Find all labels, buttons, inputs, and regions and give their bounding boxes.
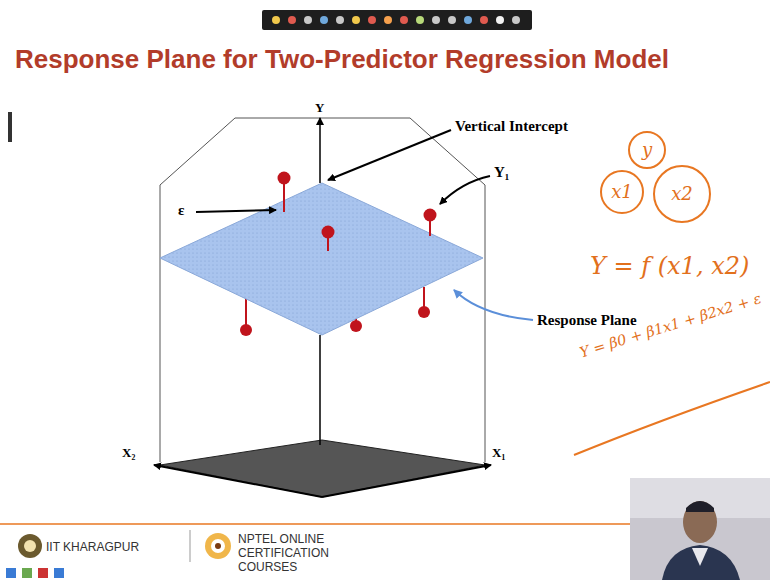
- slide-title: Response Plane for Two-Predictor Regress…: [15, 44, 669, 75]
- axis-label: X₂: [122, 445, 135, 461]
- hand-text: x1: [611, 183, 633, 201]
- callout-label: Response Plane: [537, 312, 637, 329]
- iit-logo: [18, 534, 42, 558]
- footer-text: NPTEL ONLINE CERTIFICATION COURSES: [238, 532, 388, 574]
- response-plane: [160, 183, 483, 335]
- hand-equation: Y = f (x1, x2): [590, 252, 749, 280]
- presenter-video: [630, 478, 770, 580]
- taskbar-icons: [6, 568, 64, 578]
- toolbar: [262, 10, 532, 30]
- hand-circle: x2: [653, 165, 711, 223]
- data-points-above: [278, 172, 437, 252]
- hand-text: x2: [671, 185, 693, 203]
- hand-circle: x1: [600, 170, 644, 214]
- callout-label: Y₁: [494, 164, 509, 181]
- callout-label: Vertical Intercept: [455, 118, 568, 135]
- footer-text: IIT KHARAGPUR: [46, 540, 139, 554]
- hand-circle: y: [628, 131, 666, 169]
- error-label: ε: [178, 202, 184, 219]
- nptel-logo: [205, 533, 231, 559]
- axis-label: Y: [315, 100, 324, 116]
- axis-label: X₁: [492, 445, 505, 461]
- hand-text: y: [642, 141, 652, 159]
